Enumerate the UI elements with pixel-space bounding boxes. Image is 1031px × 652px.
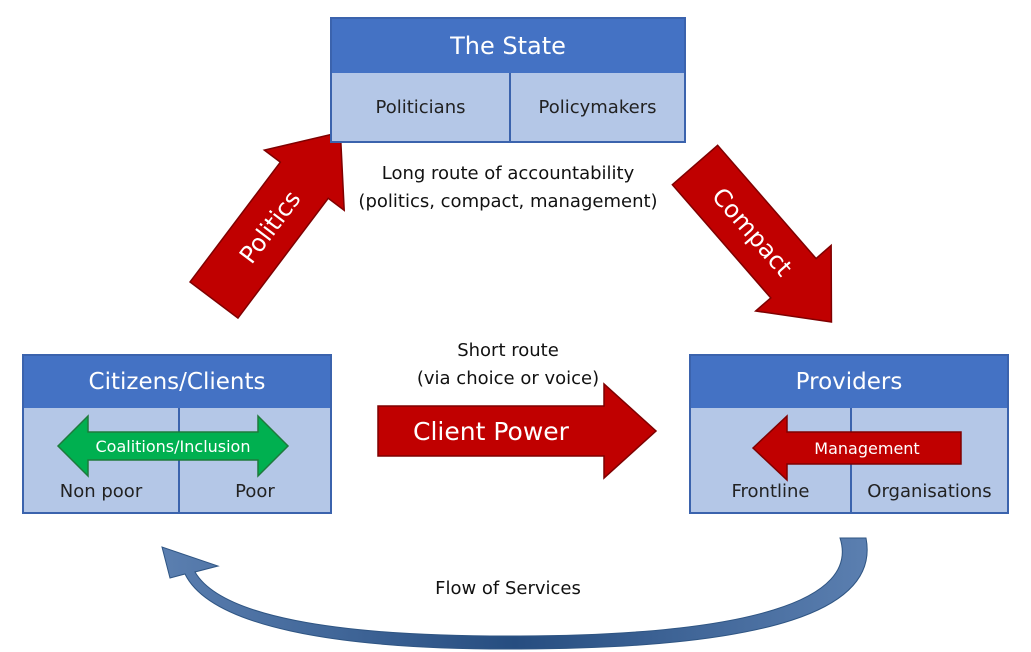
management-arrow-svg: Management [751, 414, 962, 482]
flow-of-services-label: Flow of Services [435, 578, 581, 599]
providers-box: Providers Frontline Organisations Manage… [689, 354, 1009, 514]
long-route-label: Long route of accountability (politics, … [340, 160, 676, 216]
management-arrow [751, 414, 962, 482]
short-route-line-2: (via choice or voice) [416, 368, 600, 389]
long-route-line-2: (politics, compact, management) [358, 191, 658, 212]
state-cell-policymakers: Policymakers [511, 73, 684, 141]
state-title: The State [450, 32, 566, 60]
policymakers-label: Policymakers [538, 96, 657, 118]
frontline-label: Frontline [731, 481, 810, 502]
citizens-cell-non-poor: Non poor [24, 408, 178, 502]
coalitions-inclusion-arrow [56, 414, 290, 478]
long-route-line-1: Long route of accountability [381, 163, 635, 184]
citizens-box: Citizens/Clients Non poor Poor Coalition… [22, 354, 332, 514]
client-power-arrow: Client Power [377, 382, 658, 480]
state-box: The State Politicians Policymakers [330, 17, 686, 143]
management-label: Management [814, 439, 919, 458]
organisations-label: Organisations [867, 481, 992, 502]
coalitions-arrow-svg: Coalitions/Inclusion [56, 414, 290, 478]
citizens-cell-poor: Poor [180, 408, 330, 502]
providers-cell-frontline: Frontline [691, 408, 850, 502]
state-header: The State [332, 19, 684, 73]
citizens-title: Citizens/Clients [88, 369, 266, 395]
flow-of-services-arrow [161, 537, 868, 650]
coalitions-inclusion-label: Coalitions/Inclusion [96, 437, 251, 456]
poor-label: Poor [235, 481, 275, 502]
politicians-label: Politicians [375, 96, 466, 118]
providers-title: Providers [795, 369, 903, 395]
compact-arrow: Compact [671, 144, 833, 323]
non-poor-label: Non poor [59, 481, 143, 502]
client-power-label: Client Power [413, 417, 570, 446]
providers-cell-organisations: Organisations [852, 408, 1007, 502]
short-route-line-1: Short route [457, 340, 559, 361]
short-route-label: Short route (via choice or voice) [408, 337, 608, 393]
citizens-header: Citizens/Clients [24, 356, 330, 408]
state-cell-politicians: Politicians [332, 73, 509, 141]
providers-header: Providers [691, 356, 1007, 408]
state-divider [509, 73, 511, 141]
